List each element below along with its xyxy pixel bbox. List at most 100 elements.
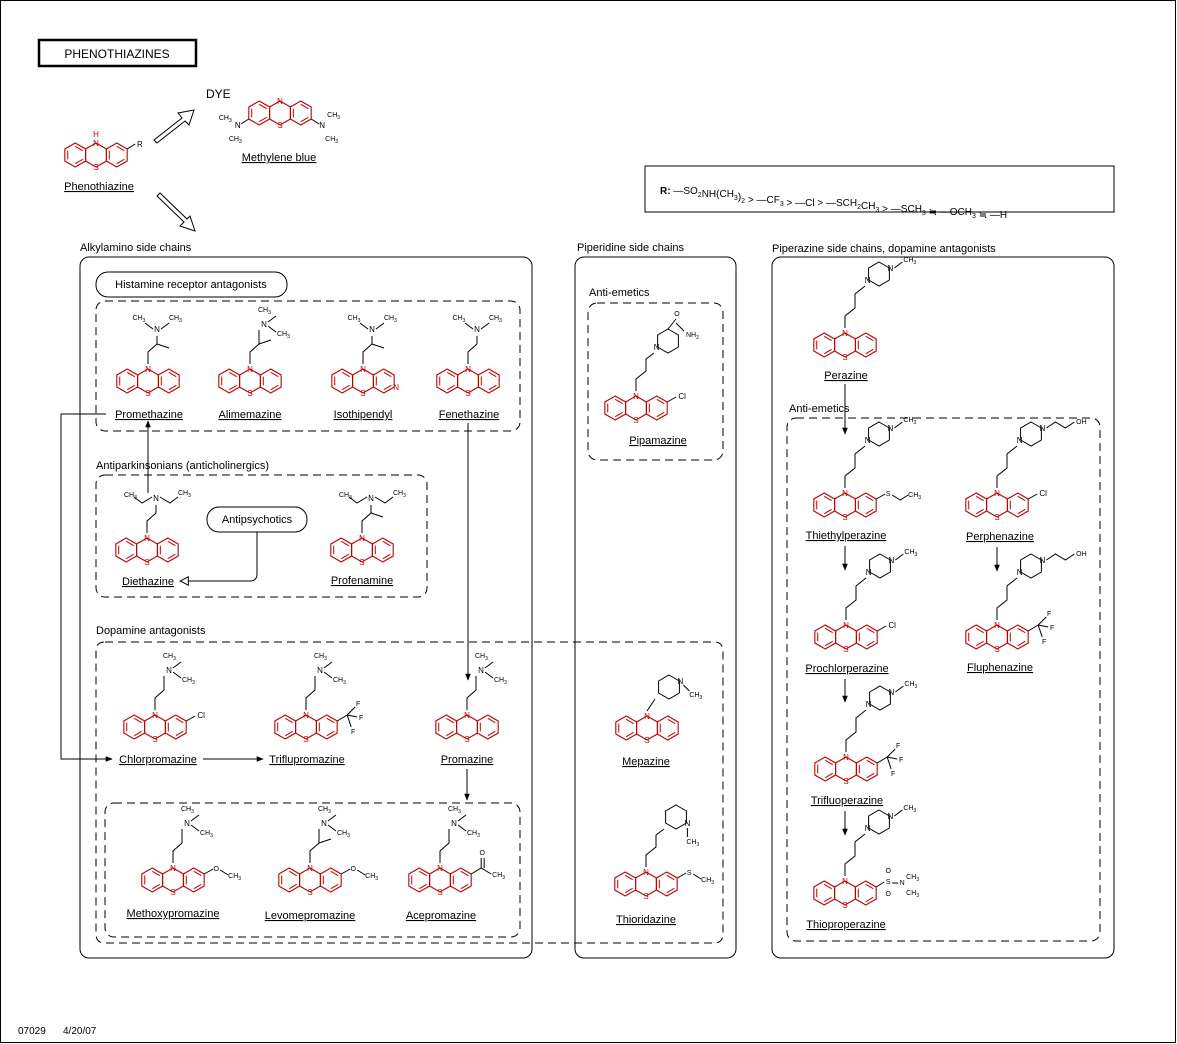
- mepazine-right-ring: [656, 715, 679, 741]
- prochlorperazine-left-ring-double-bond: [824, 627, 833, 634]
- substituent-label: F: [1042, 639, 1046, 646]
- substituent-label: F: [896, 743, 900, 750]
- fluphenazine-right-ring-double-bond: [1017, 627, 1026, 634]
- dopamine-group-label: Dopamine antagonists: [96, 625, 206, 637]
- ethyl-bond: [159, 496, 179, 504]
- cf3-bond: [1037, 624, 1043, 638]
- methyl-group: CH3: [124, 492, 137, 501]
- trifluoperazine-label: Trifluoperazine: [811, 795, 883, 807]
- sulfur-atom: S: [359, 558, 364, 567]
- methyl-group: CH3: [904, 549, 917, 558]
- nitrogen-atom: N: [437, 864, 443, 873]
- pipamazine-right-ring-double-bond: [656, 411, 665, 418]
- n-methyl-bond: [327, 824, 337, 832]
- levomepromazine-right-ring-double-bond: [330, 883, 339, 890]
- diethazine-right-ring-double-bond: [167, 540, 176, 547]
- nitrogen-atom: N: [145, 365, 151, 374]
- fluphenazine-left-ring-double-bond: [975, 627, 984, 634]
- side-chain: [845, 709, 867, 752]
- methyl-group: CH3: [393, 490, 406, 499]
- levomepromazine-right-ring-double-bond: [330, 870, 339, 877]
- amine-nitrogen: N: [154, 325, 160, 334]
- carboxamide-bond: [675, 322, 685, 332]
- substituent-label: S: [886, 879, 891, 886]
- triflupromazine-left-ring-double-bond: [284, 730, 293, 737]
- thioproperazine-left-ring-double-bond: [823, 883, 832, 890]
- mepazine-right-ring-double-bond: [667, 718, 676, 725]
- methyl-branch: [370, 512, 384, 518]
- amine-nitrogen: N: [368, 494, 374, 503]
- piperazine-nitrogen: N: [888, 264, 894, 273]
- phenothiazine-right-ring-double-bond: [116, 158, 125, 165]
- substituent-label: F: [1047, 611, 1051, 618]
- piperidine-ring: [665, 804, 687, 830]
- thiethylperazine-left-ring-double-bond: [823, 495, 832, 502]
- sulfur-atom: S: [643, 892, 648, 901]
- r-series-text: R: —SO2NH(CH3)2 > —CF3 > —Cl > —SCH2CH3 …: [660, 186, 1007, 221]
- histamine-group-frame: [95, 300, 521, 432]
- mepazine-right-ring-double-bond: [667, 731, 676, 738]
- methyl-group: CH3: [133, 315, 146, 324]
- n-methyl-bond: [895, 553, 904, 561]
- promazine-left-ring-double-bond: [445, 730, 454, 737]
- amine-bond: [240, 118, 250, 125]
- piperazine-nitrogen: N: [889, 556, 895, 565]
- sulfur-atom: S: [842, 353, 847, 362]
- methylene-blue-left-ring-double-bond: [258, 116, 267, 123]
- side-chain: [996, 577, 1018, 620]
- side-chain: [309, 829, 320, 863]
- n-methyl-bond: [683, 684, 690, 692]
- n-methyl-bond: [172, 671, 182, 679]
- methyl-group: CH3: [314, 653, 327, 662]
- methylene-blue-right-ring: [289, 100, 312, 126]
- n-methyl-bond: [359, 322, 369, 330]
- methyl-group: CH3: [333, 677, 346, 686]
- diethazine-left-ring-double-bond: [125, 540, 134, 547]
- methyl-branch: [156, 343, 170, 349]
- chlorpromazine-right-ring-double-bond: [175, 717, 184, 724]
- alimemazine-label: Alimemazine: [219, 409, 282, 421]
- arrow-antipsychotics-to-diethazine: [180, 532, 258, 581]
- isothipendyl-label: Isothipendyl: [334, 409, 393, 421]
- prochlorperazine-right-ring-double-bond: [866, 640, 875, 647]
- amine-bond: [310, 118, 320, 125]
- piperazine-nitrogen: N: [888, 424, 894, 433]
- n-methyl-bond: [457, 824, 467, 832]
- sulfur-atom: S: [842, 901, 847, 910]
- ethyl-bond: [133, 496, 153, 504]
- piperidine-nitrogen: N: [685, 819, 691, 828]
- amine-nitrogen: N: [184, 819, 190, 828]
- promazine-right-ring-double-bond: [487, 730, 496, 737]
- fenethazine-right-ring-double-bond: [488, 384, 497, 391]
- side-chain: [361, 512, 372, 533]
- substituent-label: O: [674, 311, 680, 318]
- methyl-group: CH3: [453, 315, 466, 324]
- perphenazine-left-ring-double-bond: [975, 495, 984, 502]
- sulfur-atom: S: [170, 888, 175, 897]
- fenethazine-right-ring: [477, 368, 500, 394]
- piperazine-nitrogen: N: [866, 568, 872, 577]
- piperazine-ring: [869, 553, 891, 579]
- nitrogen-atom: N: [307, 864, 313, 873]
- isothipendyl-right-ring-double-bond: [383, 371, 392, 378]
- methyl-group: CH3: [181, 806, 194, 815]
- sulfur-atom: S: [464, 735, 469, 744]
- n-methyl-bond: [484, 661, 494, 669]
- substituent-label: S: [886, 491, 891, 498]
- sulfur-atom: S: [633, 416, 638, 425]
- methyl-group: CH3: [689, 692, 702, 701]
- chlorpromazine-left-ring-double-bond: [133, 717, 142, 724]
- amine-nitrogen: N: [451, 819, 457, 828]
- n-methyl-bond: [484, 671, 494, 679]
- n-methyl-bond: [895, 685, 904, 693]
- mepazine-label: Mepazine: [622, 756, 670, 768]
- methoxypromazine-left-ring-double-bond: [151, 883, 160, 890]
